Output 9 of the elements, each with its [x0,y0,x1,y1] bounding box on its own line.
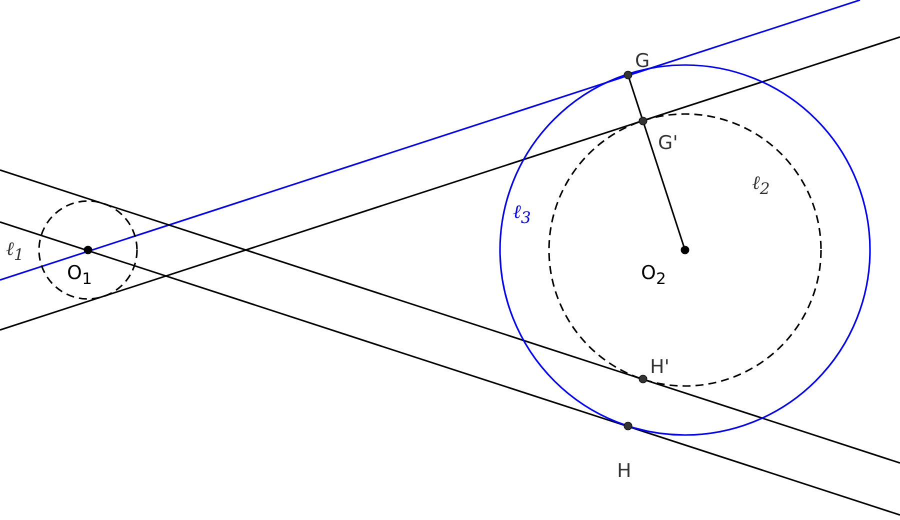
point-label: G' [658,134,678,153]
curve-label: ℓ$_{1}$ [6,240,24,263]
curve-label: ℓ$_{3}$ [513,203,531,226]
point-label: H' [650,358,670,377]
curve-label: ℓ$_{2}$ [752,174,770,197]
point-label: O$_{1}$ [67,264,92,287]
point-label: H [617,462,632,481]
point-label: O$_{2}$ [641,264,666,287]
point-label: G [635,52,650,71]
